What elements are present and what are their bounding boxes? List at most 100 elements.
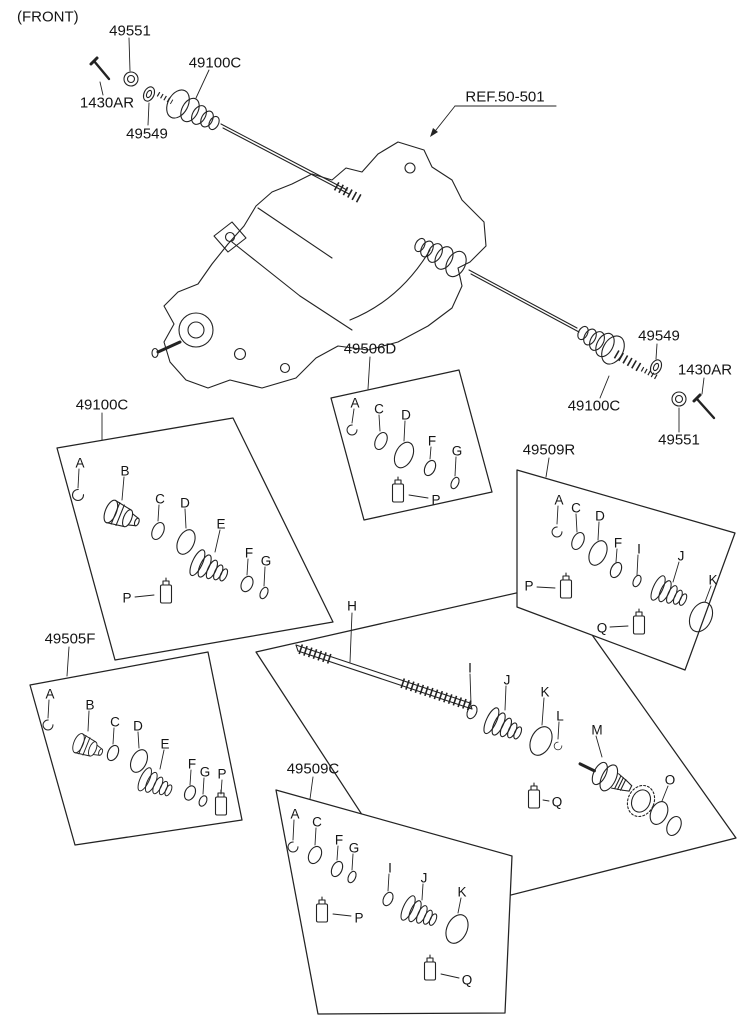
leader-line: [545, 457, 550, 478]
housing-rib: [299, 295, 353, 331]
callout-letter-f: F: [245, 546, 253, 561]
spline-section: [298, 644, 332, 664]
box-outline: [330, 369, 493, 521]
callout-letter-o: O: [665, 773, 676, 788]
housing-rib: [349, 249, 431, 321]
callout-letter-m: M: [591, 723, 602, 738]
threaded-stub: [156, 91, 174, 105]
leader-line: [147, 102, 150, 126]
leader-line: [597, 521, 600, 541]
callout-letter-h: H: [347, 599, 357, 614]
outer-cv-boot: [577, 325, 625, 365]
ring-icon: [183, 785, 197, 801]
ring-icon: [347, 870, 357, 884]
axle-shaft: [468, 269, 578, 329]
ring-icon: [393, 441, 415, 469]
callout-letter-c: C: [110, 715, 120, 730]
housing-rib: [257, 207, 333, 259]
part-label-bolt: 1430AR: [678, 362, 732, 379]
callout-letter-f: F: [428, 434, 436, 449]
leader-line: [367, 356, 371, 390]
callout-letter-e: E: [160, 737, 169, 752]
hub-bolt-head: [692, 393, 702, 403]
ring-icon: [450, 476, 460, 490]
leader-line: [137, 731, 140, 749]
output-flange-hub: [187, 321, 205, 339]
box-outline: [516, 469, 736, 671]
leader-line: [575, 513, 578, 533]
leader-line: [195, 69, 210, 99]
ring-icon: [632, 574, 642, 588]
callout-letter-g: G: [261, 554, 272, 569]
leader-line: [112, 727, 115, 745]
detail-box-49100c: 49100C A B C D E F G P: [56, 397, 334, 661]
callout-letter-j: J: [678, 549, 685, 564]
leader-line: [403, 420, 406, 442]
hub-nut-icon: [671, 391, 687, 407]
leader-line: [421, 883, 424, 901]
leader-line: [556, 505, 559, 525]
leader-line: [609, 625, 629, 628]
output-flange: [178, 312, 214, 348]
leader-line: [615, 548, 618, 563]
leader-line: [541, 697, 545, 726]
ring-icon: [240, 575, 254, 593]
washer-hole: [145, 89, 153, 99]
leader-line: [87, 710, 90, 732]
callout-letter-q: Q: [552, 795, 563, 810]
callout-letter-k: K: [540, 685, 549, 700]
ring-icon: [529, 726, 553, 756]
callout-letter-g: G: [349, 841, 360, 856]
callout-letter-b: B: [85, 698, 94, 713]
callout-letter-f: F: [614, 536, 622, 551]
housing-boss: [233, 347, 247, 361]
callout-letter-l: L: [556, 709, 564, 724]
ring-icon: [106, 744, 120, 762]
ring-icon: [129, 749, 149, 773]
part-label-bolt: 1430AR: [80, 95, 134, 112]
tone-ring-inner: [630, 789, 652, 813]
callout-letter-d: D: [180, 496, 190, 511]
callout-letter-a: A: [45, 687, 54, 702]
housing-rib: [231, 241, 301, 297]
callout-letter-k: K: [457, 885, 466, 900]
arrowhead-icon: [430, 128, 438, 137]
washer-icon: [142, 86, 156, 102]
leader-line: [557, 721, 560, 740]
spline-section: [333, 182, 363, 203]
ring-icon: [466, 704, 478, 720]
ring-icon: [330, 860, 344, 878]
axle-shaft: [222, 127, 350, 195]
callout-letter-p: P: [122, 591, 131, 606]
ring-icon: [382, 891, 394, 907]
hub-bolt-head: [89, 56, 99, 66]
ring-icon: [198, 795, 208, 807]
part-label-nut: 49551: [109, 23, 151, 40]
leader-line: [542, 799, 550, 802]
callout-letter-d: D: [595, 509, 605, 524]
leader-line: [189, 769, 192, 786]
callout-letter-a: A: [75, 456, 84, 471]
leader-line: [704, 585, 712, 603]
callout-letter-f: F: [335, 833, 343, 848]
leader-line: [454, 456, 457, 477]
box-title: 49100C: [76, 397, 129, 414]
leader-line: [440, 973, 460, 979]
detail-box-49505f: 49505F A B C D E F G P: [29, 631, 243, 846]
box-title: 49506D: [344, 341, 397, 358]
leader-line: [309, 776, 314, 800]
ring-icon: [609, 561, 623, 579]
leader-line: [99, 81, 104, 96]
box-title: 49505F: [45, 631, 96, 648]
callout-letter-c: C: [312, 815, 322, 830]
leader-line: [599, 375, 610, 399]
tone-ring-icon: [626, 784, 656, 818]
leader-line: [263, 566, 266, 587]
part-label-washer: 49549: [126, 126, 168, 143]
left-axle-assembly: 49551 1430AR 49549 49100C: [80, 23, 363, 203]
leader-line: [159, 749, 165, 770]
washer-icon: [649, 359, 663, 375]
outer-cv-boot: [166, 89, 220, 131]
detail-box-49509r: 49509R A C D F I J K P Q: [516, 442, 736, 671]
leader-line: [134, 594, 155, 598]
